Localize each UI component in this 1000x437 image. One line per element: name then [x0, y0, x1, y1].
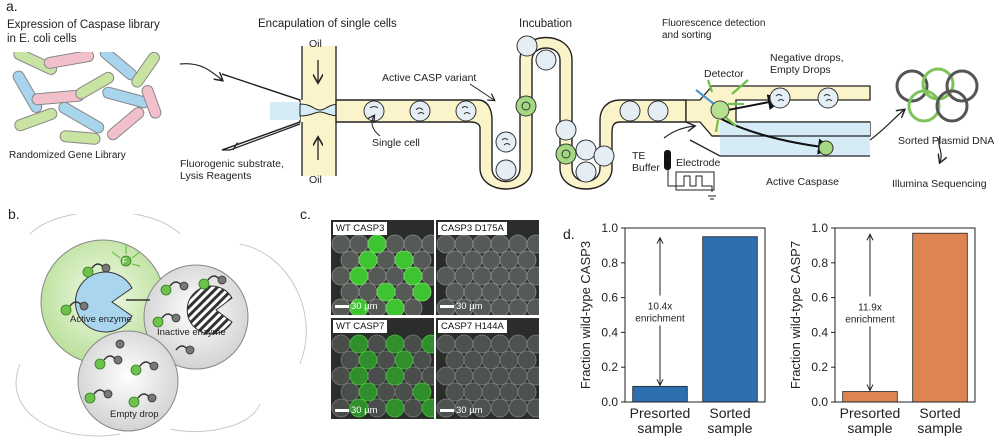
x-tick-label: sample — [917, 420, 962, 436]
enrichment-annotation: enrichment — [845, 314, 895, 325]
y-tick-label: 1.0 — [601, 221, 618, 235]
active-enzyme-label: Active enzyme — [70, 314, 132, 325]
droplet-field — [331, 334, 434, 418]
electrode-label: Electrode — [676, 157, 721, 169]
scale-bar: 30 µm — [440, 301, 483, 312]
negative-drops-label: Negative drops, Empty Drops — [770, 52, 844, 76]
x-tick-label: Presorted — [630, 405, 691, 421]
active-variant-label: Active CASP variant — [382, 72, 477, 84]
bar — [632, 385, 688, 403]
y-tick-label: 0.2 — [601, 360, 618, 374]
image-label: WT CASP3 — [333, 222, 388, 235]
droplet-schematic — [15, 214, 307, 437]
panel-b-letter: b. — [8, 206, 20, 222]
enrichment-annotation: enrichment — [635, 314, 685, 325]
incubation-title: Incubation — [519, 18, 573, 30]
enrichment-arrowhead-top — [866, 233, 874, 241]
x-tick-label: sample — [637, 420, 682, 436]
y-tick-label: 0.4 — [811, 325, 828, 339]
substrate-label: Fluorogenic substrate, Lysis Reagents — [180, 158, 284, 182]
y-tick-label: 0.0 — [601, 395, 618, 409]
annotation-background — [844, 296, 896, 327]
plot-frame — [834, 227, 976, 403]
x-tick-label: Sorted — [919, 405, 960, 421]
x-tick-label: Presorted — [840, 405, 901, 421]
scale-bar: 30 µm — [335, 301, 378, 312]
micrograph-wt-casp3: WT CASP3 30 µm — [331, 220, 434, 315]
microfluidic-channel-diagram — [179, 35, 979, 200]
detector-label: Detector — [704, 68, 744, 80]
scale-bar-label: 30 µm — [351, 405, 378, 416]
scale-bar: 30 µm — [335, 405, 378, 416]
scale-bar-label: 30 µm — [456, 301, 483, 312]
y-tick-label: 0.8 — [601, 256, 618, 270]
y-axis-label: Fraction wild-type CASP3 — [578, 241, 593, 389]
gene-library-label: Randomized Gene Library — [9, 150, 126, 161]
panel-c-letter: c. — [300, 206, 311, 222]
droplet-field — [436, 334, 539, 418]
scale-bar-label: 30 µm — [456, 405, 483, 416]
single-cell-label: Single cell — [372, 137, 420, 149]
y-tick-label: 0.4 — [601, 325, 618, 339]
enrichment-annotation: 11.9x — [858, 302, 882, 313]
ecoli-cells-illustration — [12, 52, 162, 145]
enrichment-arrowhead-top — [656, 236, 664, 244]
y-tick-label: 1.0 — [811, 221, 828, 235]
micrograph-wt-casp7: WT CASP7 30 µm — [331, 318, 434, 419]
y-tick-label: 0.8 — [811, 256, 828, 270]
y-tick-label: 0.2 — [811, 360, 828, 374]
x-tick-label: sample — [707, 420, 752, 436]
droplet-field — [436, 234, 539, 315]
scale-bar: 30 µm — [440, 405, 483, 416]
oil-bottom-label: Oil — [309, 174, 322, 186]
bar — [912, 232, 968, 403]
empty-drop-label: Empty drop — [110, 409, 159, 420]
active-caspase-label: Active Caspase — [766, 176, 839, 188]
y-tick-label: 0.6 — [811, 291, 828, 305]
bar-chart-casp7: PresortedsampleSortedsample0.00.20.40.60… — [788, 221, 976, 436]
image-label: CASP3 D175A — [438, 222, 507, 235]
bar — [842, 391, 898, 403]
encapsulation-title: Encapulation of single cells — [258, 18, 397, 30]
annotation-background — [634, 295, 686, 326]
illumina-label: Illumina Sequencing — [892, 178, 987, 190]
fluorescence-title: Fluorescence detection and sorting — [662, 18, 766, 41]
plot-frame — [624, 227, 766, 403]
micrograph-casp3-d175a: CASP3 D175A 30 µm — [436, 220, 539, 315]
enrichment-annotation: 10.4x — [648, 302, 672, 313]
substrate-letter: F — [122, 257, 127, 266]
image-label: CASP7 H144A — [438, 320, 507, 333]
sorted-plasmid-label: Sorted Plasmid DNA — [898, 135, 995, 147]
enrichment-arrowhead-bottom — [656, 379, 664, 387]
x-tick-label: sample — [847, 420, 892, 436]
micrograph-casp7-h144a: CASP7 H144A 30 µm — [436, 318, 539, 419]
enrichment-arrowhead-bottom — [866, 384, 874, 392]
bar-chart-casp3: PresortedsampleSortedsample0.00.20.40.60… — [578, 221, 766, 436]
te-buffer-label: TE Buffer — [632, 150, 660, 174]
panel-a-letter: a. — [6, 0, 18, 14]
bar — [702, 236, 758, 403]
image-label: WT CASP7 — [333, 320, 388, 333]
y-tick-label: 0.0 — [811, 395, 828, 409]
y-axis-label: Fraction wild-type CASP7 — [788, 241, 803, 389]
oil-top-label: Oil — [309, 38, 322, 50]
scale-bar-label: 30 µm — [351, 301, 378, 312]
y-tick-label: 0.6 — [601, 291, 618, 305]
panel-d-letter: d. — [563, 226, 575, 242]
expression-title: Expression of Caspase library in E. coli… — [7, 19, 160, 45]
inactive-enzyme-label: Inactive enzyme — [157, 327, 226, 338]
x-tick-label: Sorted — [709, 405, 750, 421]
